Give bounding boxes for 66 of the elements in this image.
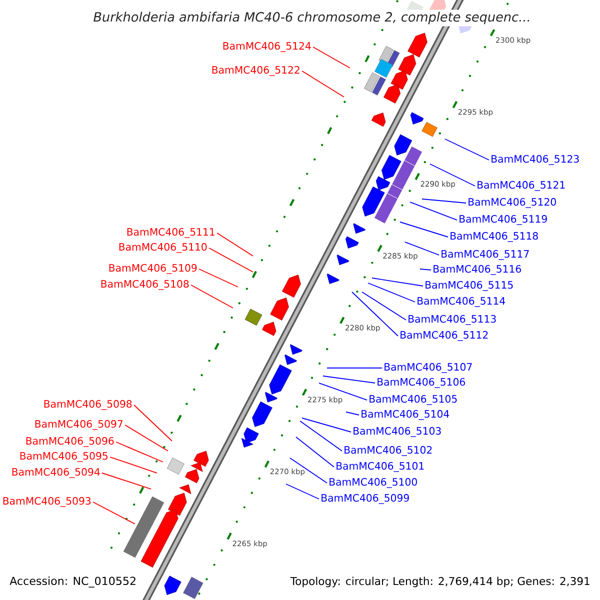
leader-line <box>302 70 344 98</box>
leader-line <box>444 138 490 160</box>
leader-line <box>302 418 352 432</box>
gene-label: BamMC406_5114 <box>418 297 506 307</box>
gene-label: BamMC406_5108 <box>101 280 189 290</box>
gene-label: BamMC406_5120 <box>468 198 556 208</box>
gene-label: BamMC406_5103 <box>354 427 441 437</box>
gene-label: BamMC406_5094 <box>12 468 100 478</box>
gene-label: BamMC406_5115 <box>426 281 513 291</box>
gene-label: BamMC406_5096 <box>26 437 114 447</box>
gene-label: BamMC406_5095 <box>20 452 108 462</box>
gene-label: BamMC406_5107 <box>384 363 472 373</box>
leader-line <box>352 292 398 336</box>
leader-line <box>300 420 342 452</box>
gene-label: BamMC406_5113 <box>408 315 496 325</box>
leader-line <box>92 502 136 524</box>
gene-label: BamMC406_5097 <box>35 420 123 430</box>
leader-line <box>290 458 328 484</box>
gene-label: BamMC406_5122 <box>212 66 300 76</box>
leader-line <box>216 232 254 256</box>
gene-label: BamMC406_5112 <box>400 331 488 341</box>
leader-line <box>430 164 476 186</box>
gene-label: BamMC406_5093 <box>3 497 91 507</box>
gene-label: BamMC406_5119 <box>460 215 547 225</box>
gene-label: BamMC406_5121 <box>478 181 565 191</box>
leader-line <box>110 456 158 474</box>
leader-line <box>368 282 416 302</box>
gene-label: BamMC406_5123 <box>492 155 579 165</box>
gene-label: BamMC406_5105 <box>370 395 457 405</box>
gene-label: BamMC406_5110 <box>119 243 207 253</box>
leader-line <box>372 278 424 286</box>
leader-line <box>404 242 440 256</box>
leader-line <box>296 436 334 468</box>
leader-line <box>400 222 448 238</box>
leader-line <box>286 484 320 500</box>
leader-line <box>362 292 406 320</box>
gene-label: BamMC406_5111 <box>127 228 214 238</box>
gene-label: BamMC406_5102 <box>344 446 432 456</box>
gene-label: BamMC406_5116 <box>434 265 521 275</box>
leader-line <box>420 268 432 270</box>
leader-line <box>134 404 172 442</box>
leader-line <box>116 442 164 462</box>
leader-line <box>322 376 376 384</box>
gene-label: BamMC406_5099 <box>322 494 409 504</box>
leader-line <box>198 268 238 288</box>
gene-label: BamMC406_5124 <box>223 42 311 52</box>
leader-line <box>124 424 168 452</box>
leader-line <box>208 248 254 272</box>
leader-line <box>422 198 466 204</box>
genome-stats-text: Topology: circular; Length: 2,769,414 bp; Genes: 2,391 <box>290 576 590 588</box>
gene-label: BamMC406_5101 <box>336 462 424 472</box>
leader-line <box>318 382 368 400</box>
gene-label: BamMC406_5118 <box>450 232 538 242</box>
leader-line <box>102 472 152 490</box>
gene-label: BamMC406_5100 <box>330 478 417 488</box>
leader-line <box>410 202 458 220</box>
leader-line <box>312 46 350 68</box>
gene-label: BamMC406_5098 <box>44 400 132 410</box>
gene-label: BamMC406_5106 <box>378 378 465 388</box>
gene-label: BamMC406_5117 <box>442 250 529 260</box>
leader-line <box>346 412 360 416</box>
accession-text: Accession: NC_010552 <box>10 576 136 588</box>
title: Burkholderia ambifaria MC40-6 chromosome 2, complete sequenc... <box>91 10 533 26</box>
gene-label: BamMC406_5104 <box>362 410 450 420</box>
leader-line <box>190 284 234 308</box>
gene-label: BamMC406_5109 <box>109 264 197 274</box>
